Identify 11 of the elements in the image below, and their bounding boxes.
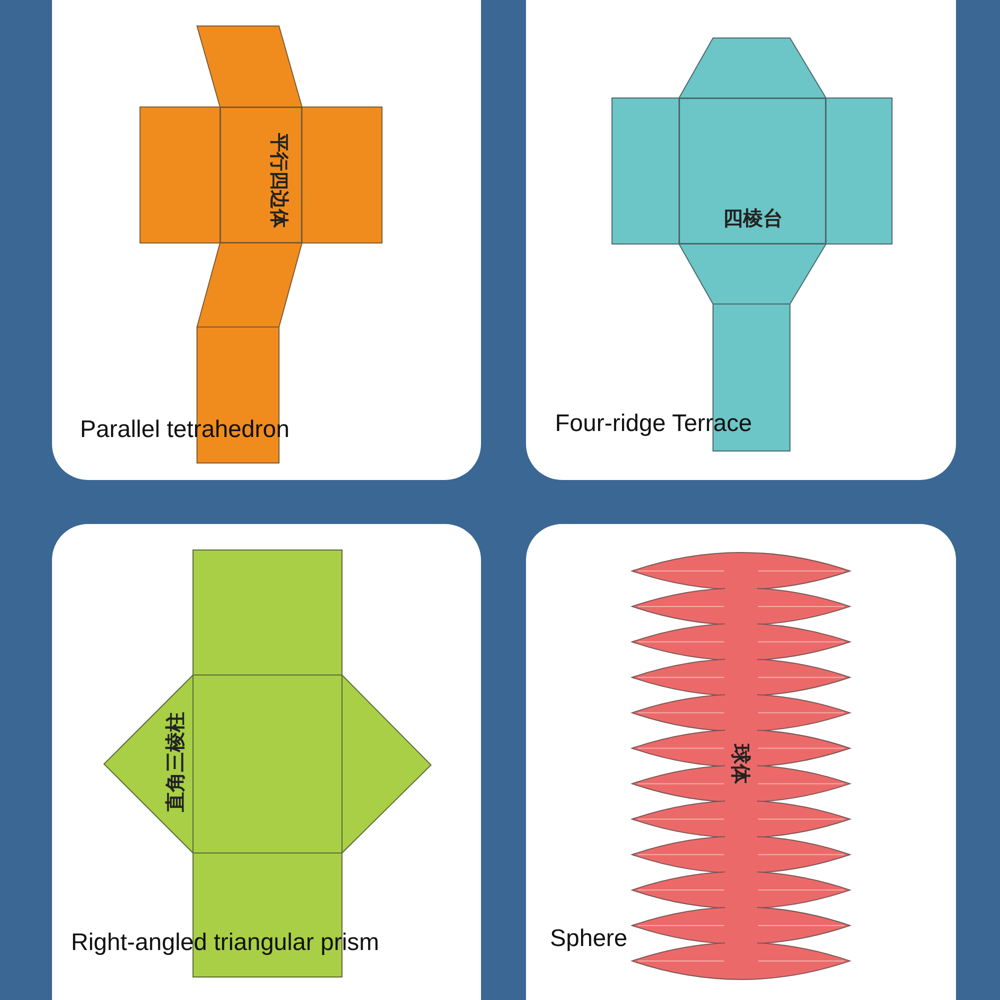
rectangle-face [220,107,302,243]
card-title: Sphere [550,925,628,953]
card [52,0,481,480]
card [526,0,956,480]
face-label: 四棱台 [723,208,783,228]
card [526,524,956,1000]
face-label: 平行四边体 [269,133,288,228]
card [52,524,481,1000]
triangle-face [104,675,193,853]
face-label: 球体 [731,744,751,784]
face-label: 直角三棱柱 [165,712,185,812]
